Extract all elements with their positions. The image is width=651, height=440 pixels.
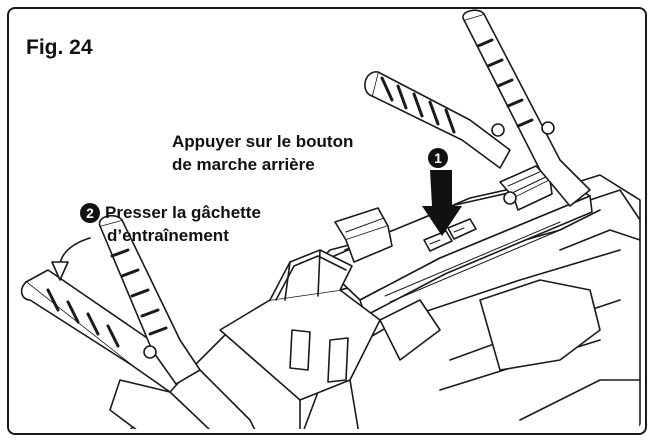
right-upright-handle [462, 9, 591, 207]
left-base [109, 369, 261, 429]
step-1-line-1: Appuyer sur le bouton [172, 132, 354, 151]
step-2-badge: 2 [80, 203, 100, 223]
step-1-badge: 1 [428, 148, 448, 168]
step-1-line-2: de marche arrière [172, 155, 315, 174]
step-1-callout: Appuyer sur le bouton de marche arrière [172, 130, 353, 176]
press-arrow [422, 170, 462, 236]
squeeze-arrowhead [51, 261, 69, 281]
step-2-line-1: Presser la gâchette [105, 203, 261, 222]
step-2-callout: Presser la gâchette d’entraînement [105, 201, 261, 247]
right-handle [364, 71, 511, 169]
figure-label: Fig. 24 [26, 36, 93, 59]
step-2-line-2: d’entraînement [107, 226, 229, 245]
knob [499, 165, 553, 211]
drive-trigger [334, 207, 393, 263]
reverse-buttons [423, 218, 477, 252]
central-housing [219, 249, 441, 429]
